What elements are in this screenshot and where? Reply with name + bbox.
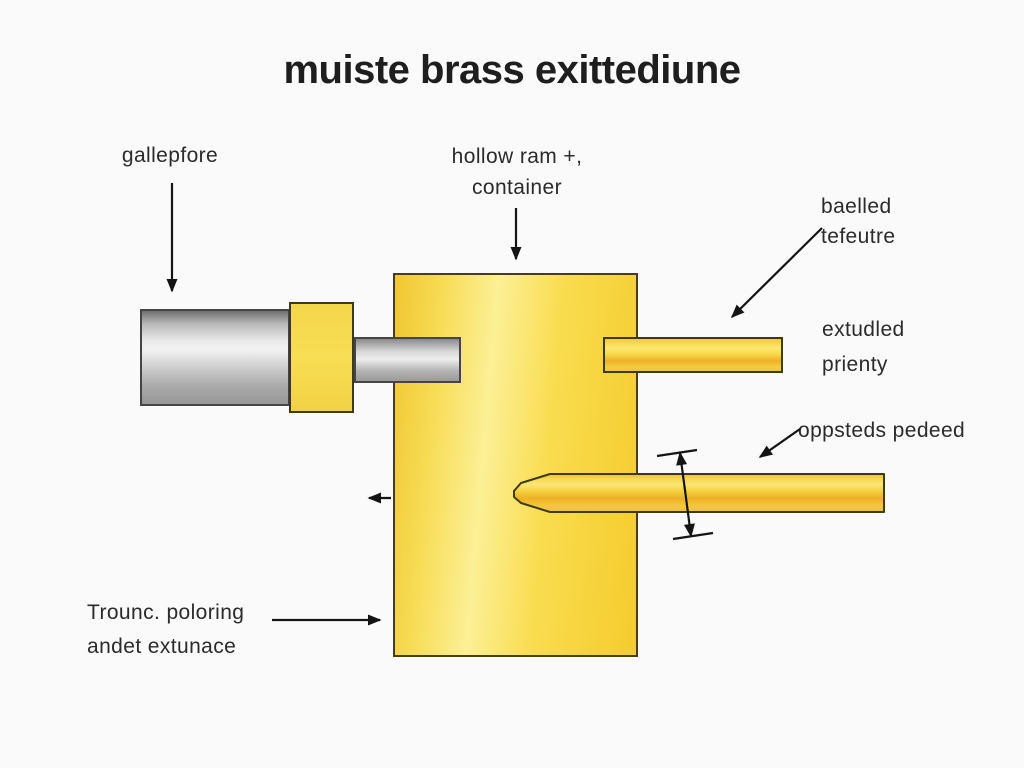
extruded-bar-top bbox=[603, 337, 783, 373]
arrow-opposite bbox=[758, 428, 801, 458]
arrow-die bbox=[730, 227, 823, 319]
label-hollow-ram-line2: container bbox=[471, 176, 562, 199]
label-die-line2: tefeutre bbox=[821, 225, 896, 248]
ram-collar bbox=[289, 302, 354, 413]
label-opposite: oppsteds pedeed bbox=[798, 419, 966, 442]
label-bottom: Trounc. poloring andet extunace bbox=[87, 596, 244, 664]
extruded-rod-middle bbox=[513, 473, 885, 513]
label-die-line1: baelled bbox=[821, 195, 892, 218]
label-billet: gallepfore bbox=[121, 144, 219, 167]
label-die: baelled tefeutre bbox=[821, 192, 895, 252]
double-arrow-bottom-tick bbox=[672, 531, 714, 541]
label-bottom-line2: andet extunace bbox=[87, 635, 237, 658]
label-extrusion-line2: prienty bbox=[822, 353, 888, 376]
label-bottom-line1: Trounc. poloring bbox=[87, 601, 245, 624]
ram-shaft bbox=[354, 337, 461, 383]
label-extrusion-line1: extudled bbox=[822, 318, 905, 341]
label-extrusion: extudled prienty bbox=[822, 312, 905, 382]
double-arrow-top-tick bbox=[656, 448, 698, 458]
page-title: muiste brass exittediune bbox=[283, 48, 741, 92]
double-arrow bbox=[656, 448, 714, 541]
label-hollow-ram-container: hollow ram +, container bbox=[452, 141, 583, 203]
label-hollow-ram-line1: hollow ram +, bbox=[451, 145, 583, 168]
billet-cylinder bbox=[140, 309, 290, 406]
